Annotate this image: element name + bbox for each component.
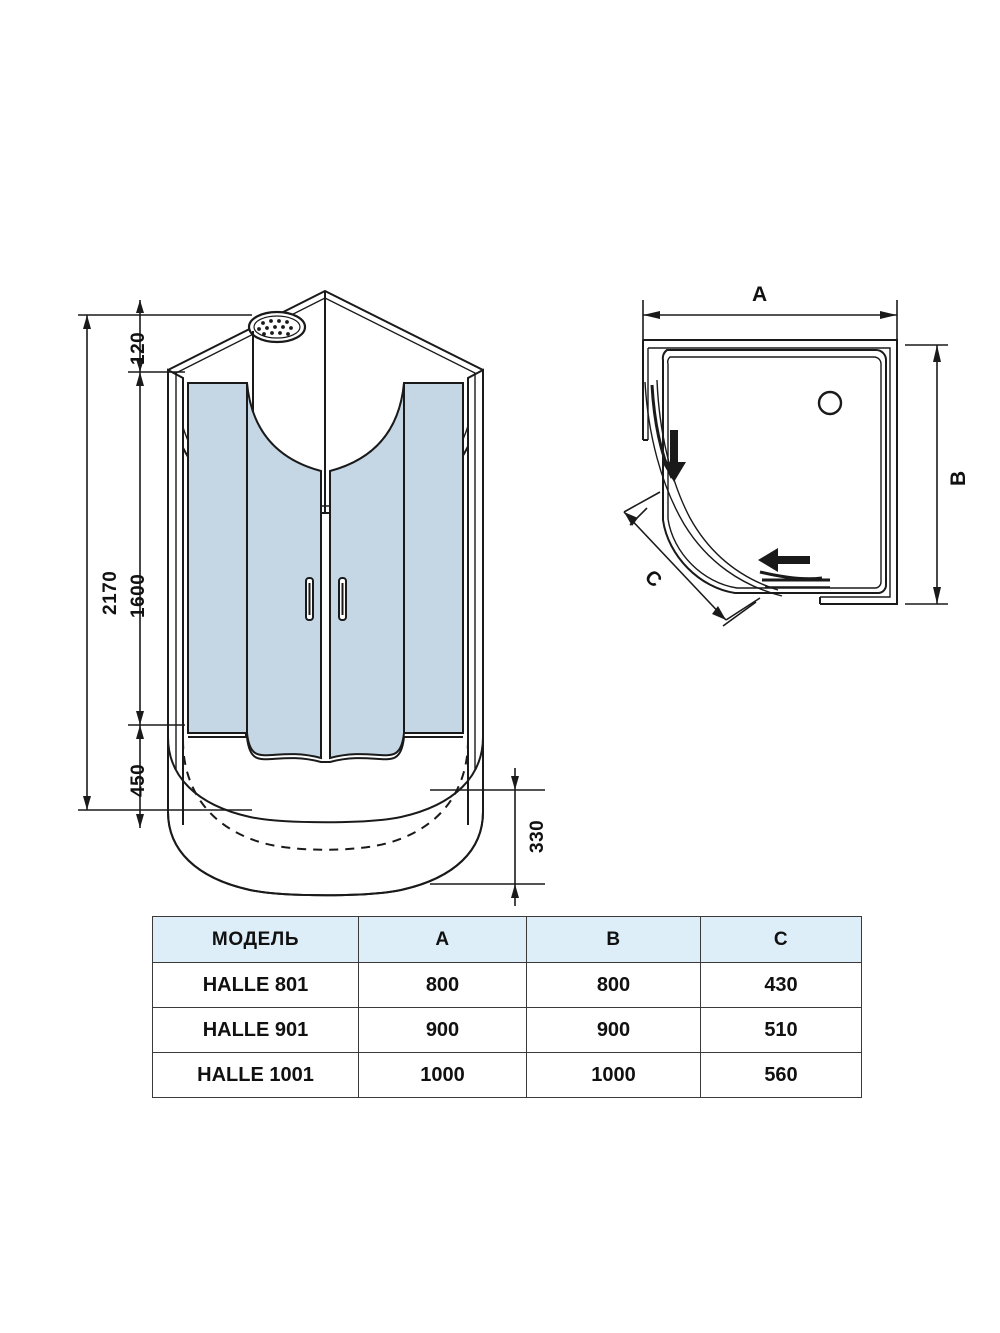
cell-c: 560 <box>700 1052 862 1098</box>
cell-b: 1000 <box>526 1052 701 1098</box>
dim-arrow-1600-bottom <box>136 711 144 725</box>
cell-model: HALLE 801 <box>152 962 359 1008</box>
plan-tray-outline <box>661 349 887 594</box>
ext-line-C-lower-tick <box>725 597 761 621</box>
plan-outer-wall <box>643 339 898 605</box>
ext-line-C-upper-tick <box>623 491 661 513</box>
dim-arrow-C-upper <box>624 512 638 526</box>
dim-label-overall-height: 2170 <box>100 570 121 615</box>
cell-b: 900 <box>526 1007 701 1053</box>
dim-label-plan-width-a: A <box>752 283 768 306</box>
dim-arrow-450-top <box>136 725 144 739</box>
dim-label-plan-depth-b: B <box>947 470 970 486</box>
dim-label-tray-zone: 450 <box>128 763 149 797</box>
door-handle-right[interactable] <box>338 577 347 621</box>
model-spec-table: МОДЕЛЬ A B C HALLE 801 800 800 430 HALLE… <box>152 916 862 1098</box>
table-row: HALLE 1001 1000 1000 560 <box>152 1052 862 1098</box>
tray-lower-arc <box>167 811 484 897</box>
cell-model: HALLE 901 <box>152 1007 359 1053</box>
plan-motion-arrow-down <box>662 430 686 482</box>
dim-arrow-2170-bottom <box>83 796 91 810</box>
plan-drain-hole-icon <box>817 390 843 416</box>
cell-a: 800 <box>358 962 527 1008</box>
elevation-view <box>166 289 485 897</box>
dim-line-C <box>623 511 727 621</box>
cell-c: 430 <box>700 962 862 1008</box>
dim-arrow-120-top <box>136 300 144 313</box>
cell-c: 510 <box>700 1007 862 1053</box>
dim-arrow-2170-top <box>83 315 91 329</box>
table-row: HALLE 801 800 800 430 <box>152 962 862 1008</box>
table-header-row: МОДЕЛЬ A B C <box>152 916 862 963</box>
elevation-dimension-chain <box>78 300 545 906</box>
table-header-b: B <box>526 916 701 963</box>
dim-label-glass-height: 1600 <box>128 573 149 618</box>
ext-line-C-lower <box>722 601 757 627</box>
dim-arrow-330-top <box>511 776 519 790</box>
plan-outer-wall-inner <box>648 347 891 598</box>
plan-door-leaf-bottom <box>759 570 823 581</box>
dim-arrow-B-top <box>933 345 941 362</box>
cell-a: 1000 <box>358 1052 527 1098</box>
table-header-c: C <box>700 916 862 963</box>
shower-head-icon <box>247 310 307 344</box>
plan-tray-outline-inner <box>667 356 882 589</box>
door-handle-left[interactable] <box>305 577 314 621</box>
cell-model: HALLE 1001 <box>152 1052 359 1098</box>
cell-b: 800 <box>526 962 701 1008</box>
plan-door-arc-outer <box>644 381 783 597</box>
dim-arrow-A-left <box>643 311 660 319</box>
plan-motion-arrow-left <box>758 548 810 572</box>
dim-arrow-C-lower <box>712 606 726 620</box>
glass-bottom-rail <box>188 736 463 763</box>
dim-label-tray-height: 330 <box>527 819 548 853</box>
dim-arrow-A-right <box>880 311 897 319</box>
plan-view <box>623 300 948 627</box>
cell-a: 900 <box>358 1007 527 1053</box>
dim-arrow-120-bottom <box>136 359 144 372</box>
shower-tray-hidden-profile <box>182 739 469 851</box>
shower-tray-outline <box>167 736 484 897</box>
dim-label-top-profile: 120 <box>128 331 149 365</box>
dim-arrow-B-bottom <box>933 587 941 604</box>
table-header-a: A <box>358 916 527 963</box>
dim-arrow-330-bottom <box>511 884 519 898</box>
table-header-model: МОДЕЛЬ <box>152 916 359 963</box>
dim-arrow-1600-top <box>136 372 144 386</box>
table-row: HALLE 901 900 900 510 <box>152 1007 862 1053</box>
plan-door-leaf-left-track <box>656 379 779 591</box>
dim-arrow-450-bottom <box>136 814 144 828</box>
